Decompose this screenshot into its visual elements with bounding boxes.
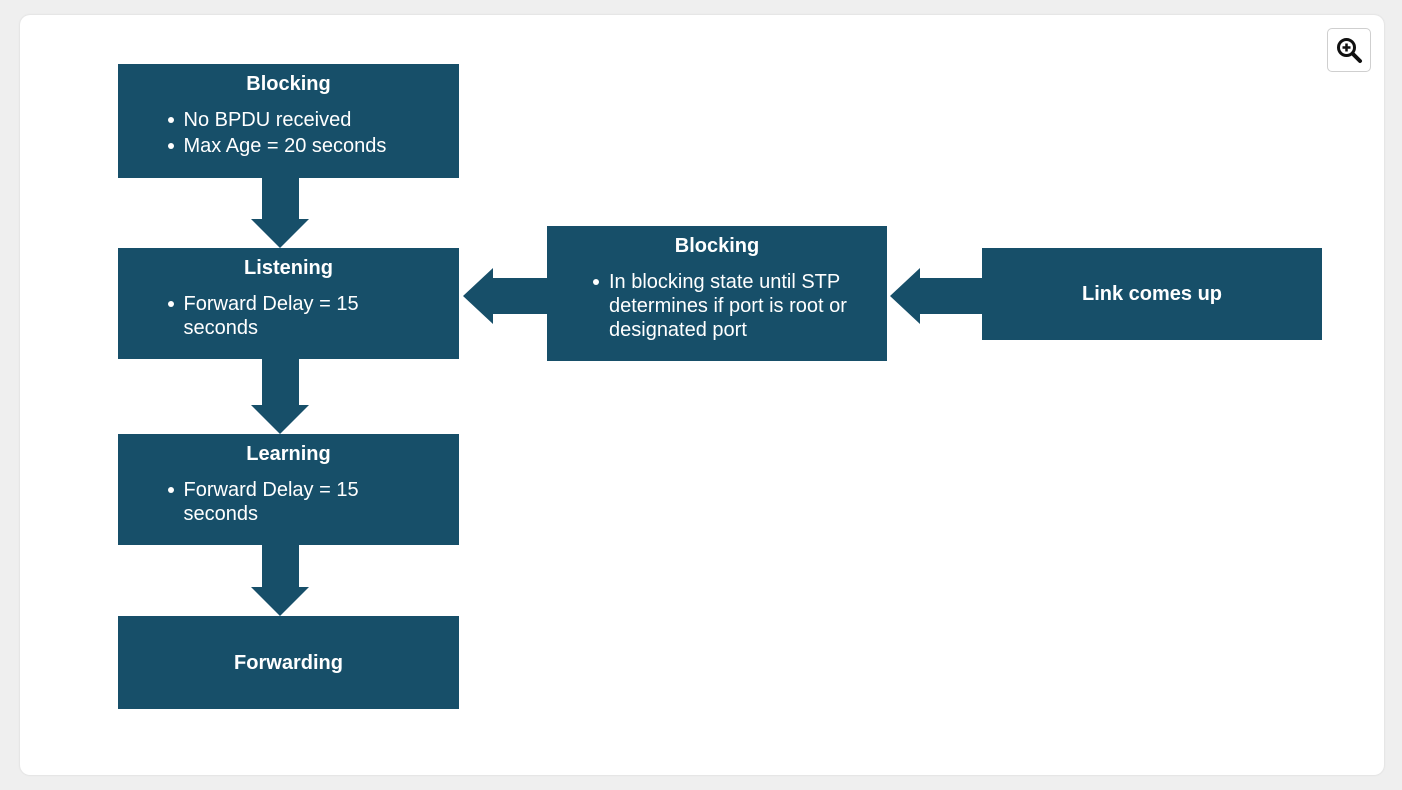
state-link-up: Link comes up	[982, 248, 1322, 340]
state-learning: Learning Forward Delay = 15 seconds	[118, 434, 459, 545]
state-title: Forwarding	[234, 651, 343, 674]
state-details: Forward Delay = 15 seconds	[164, 292, 414, 340]
state-details: No BPDU received Max Age = 20 seconds	[164, 108, 414, 158]
zoom-in-icon	[1337, 38, 1362, 63]
state-title: Learning	[246, 443, 331, 465]
state-blocking-initial: Blocking No BPDU received Max Age = 20 s…	[118, 64, 459, 178]
state-details: In blocking state until STP determines i…	[589, 270, 859, 342]
list-item: Forward Delay = 15 seconds	[164, 478, 384, 526]
state-forwarding: Forwarding	[118, 616, 459, 709]
state-details: Forward Delay = 15 seconds	[164, 478, 414, 526]
state-blocking-link: Blocking In blocking state until STP det…	[547, 226, 887, 361]
state-title: Blocking	[674, 235, 760, 257]
list-item: No BPDU received	[164, 108, 414, 132]
state-listening: Listening Forward Delay = 15 seconds	[118, 248, 459, 359]
list-item: Max Age = 20 seconds	[164, 134, 414, 158]
state-title: Listening	[244, 257, 333, 279]
state-title: Blocking	[246, 73, 331, 95]
zoom-in-button[interactable]	[1327, 28, 1371, 72]
state-title: Link comes up	[1081, 283, 1223, 305]
list-item: Forward Delay = 15 seconds	[164, 292, 384, 340]
list-item: In blocking state until STP determines i…	[589, 270, 859, 342]
